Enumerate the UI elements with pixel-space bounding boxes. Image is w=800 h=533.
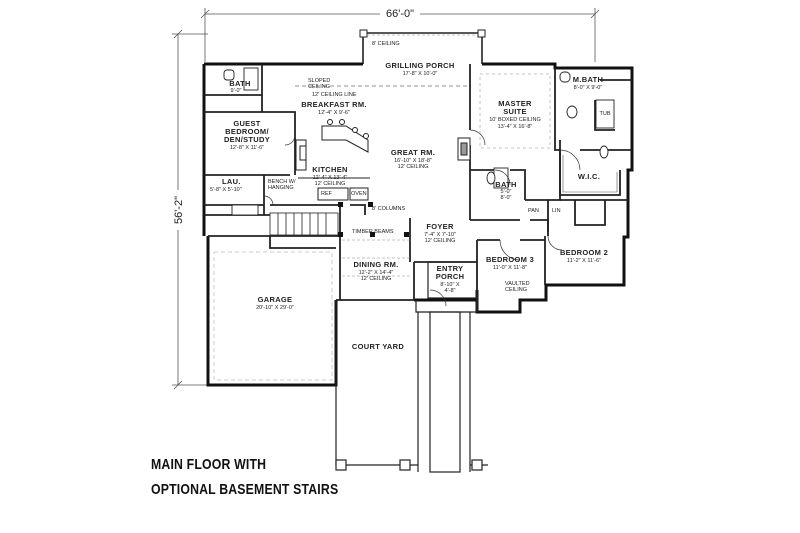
svg-text:BREAKFAST RM.: BREAKFAST RM.	[301, 100, 367, 109]
svg-text:CEILING: CEILING	[505, 287, 527, 293]
svg-text:GARAGE: GARAGE	[258, 295, 293, 304]
wic-shelves	[562, 155, 618, 193]
svg-text:5'-0": 5'-0"	[501, 189, 512, 195]
room-master-suite: MASTER SUITE 10' BOXED CEILING 13'-4" X …	[489, 99, 541, 130]
columns	[338, 202, 409, 237]
svg-text:10' BOXED CEILING: 10' BOXED CEILING	[489, 117, 541, 123]
svg-text:M.BATH: M.BATH	[573, 75, 603, 84]
room-breakfast: SLOPED CEILING 12' CEILING LINE BREAKFAS…	[301, 78, 367, 116]
grilling-porch: 8' CEILING GRILLING PORCH 17'-8" X 10'-0…	[359, 29, 486, 77]
room-kitchen: KITCHEN 12'-4" X 13'-4" 12' CEILING	[312, 165, 347, 187]
courtyard-wall	[335, 300, 488, 471]
lin-label: LIN	[552, 208, 561, 214]
svg-text:ENTRY: ENTRY	[437, 264, 464, 273]
svg-text:12' CEILING LINE: 12' CEILING LINE	[312, 92, 357, 98]
svg-text:TUB: TUB	[600, 111, 611, 117]
room-bath-2: BATH 5'-0" 8'-0"	[495, 180, 516, 201]
room-garage: GARAGE 20'-10" X 29'-0"	[256, 295, 294, 311]
svg-text:16'-10" X 18'-8": 16'-10" X 18'-8"	[394, 158, 432, 164]
svg-text:BEDROOM 3: BEDROOM 3	[486, 255, 534, 264]
ref-label: REF	[321, 191, 333, 197]
svg-text:VAULTED: VAULTED	[505, 281, 530, 287]
overall-depth-label: 56'-2"	[173, 196, 185, 224]
svg-text:12' CEILING: 12' CEILING	[361, 276, 392, 282]
svg-text:12' CEILING: 12' CEILING	[425, 238, 456, 244]
svg-text:SUITE: SUITE	[503, 107, 527, 116]
bath-fixtures	[223, 67, 615, 216]
entry-walkway	[415, 261, 478, 473]
room-bath-1: BATH 9'-0"	[229, 79, 250, 94]
svg-text:FOYER: FOYER	[426, 222, 454, 231]
svg-text:4'-8": 4'-8"	[445, 288, 456, 294]
svg-text:PORCH: PORCH	[436, 272, 465, 281]
grilling-porch-note: 8' CEILING	[372, 41, 400, 47]
room-dining: TIMBER BEAMS DINING RM. 12'-2" X 14'-4" …	[352, 229, 398, 282]
svg-text:HANGING: HANGING	[268, 185, 294, 191]
kitchen-island	[321, 119, 369, 153]
svg-text:CEILING: CEILING	[308, 84, 330, 90]
svg-text:DEN/STUDY: DEN/STUDY	[224, 135, 270, 144]
plan-caption-line-1: MAIN FLOOR WITH	[151, 456, 267, 473]
columns-label: 8' COLUMNS	[372, 206, 405, 212]
svg-text:BEDROOM/: BEDROOM/	[225, 127, 269, 136]
oven-label: OVEN	[351, 191, 367, 197]
grilling-porch-name: GRILLING PORCH	[385, 61, 454, 70]
svg-text:7'-4" X 7'-10": 7'-4" X 7'-10"	[424, 232, 456, 238]
svg-text:11'-0" X 11'-8": 11'-0" X 11'-8"	[493, 265, 527, 271]
svg-text:BEDROOM 2: BEDROOM 2	[560, 248, 608, 257]
interior-walls	[204, 64, 632, 312]
svg-text:12'-8" X 11'-6": 12'-8" X 11'-6"	[230, 145, 264, 151]
room-entry-porch: ENTRY PORCH 8'-10" X 4'-8"	[436, 264, 465, 294]
timber-beams	[342, 239, 410, 277]
svg-text:20'-10" X 29'-0": 20'-10" X 29'-0"	[256, 305, 294, 311]
room-guest-bedroom: GUEST BEDROOM/ DEN/STUDY 12'-8" X 11'-6"	[224, 119, 270, 151]
room-foyer: FOYER 7'-4" X 7'-10" 12' CEILING	[424, 222, 456, 244]
svg-text:8'-0" X 9'-0": 8'-0" X 9'-0"	[574, 85, 603, 91]
room-laundry: LAU. 5'-8" X 5'-10" BENCH W/ HANGING	[210, 177, 296, 193]
svg-text:GREAT RM.: GREAT RM.	[391, 148, 435, 157]
basement-stairs	[269, 212, 339, 236]
kitchen-counters	[295, 139, 370, 201]
svg-text:12'-2" X 14'-4": 12'-2" X 14'-4"	[359, 270, 394, 276]
svg-text:MASTER: MASTER	[498, 99, 532, 108]
svg-text:BATH: BATH	[495, 180, 516, 189]
grilling-porch-dims: 17'-8" X 10'-0"	[403, 71, 438, 77]
svg-text:8'-10" X: 8'-10" X	[440, 282, 460, 288]
svg-text:12' CEILING: 12' CEILING	[398, 164, 429, 170]
svg-text:12' CEILING: 12' CEILING	[315, 181, 346, 187]
fireplace	[457, 137, 471, 161]
svg-text:DINING RM.: DINING RM.	[353, 260, 398, 269]
svg-text:12'-4" X 9'-6": 12'-4" X 9'-6"	[318, 110, 350, 116]
room-great: GREAT RM. 16'-10" X 18'-8" 12' CEILING	[391, 148, 435, 170]
svg-text:GUEST: GUEST	[233, 119, 260, 128]
svg-text:KITCHEN: KITCHEN	[312, 165, 347, 174]
garage-interior-outline	[213, 251, 333, 381]
svg-text:12'-4" X 13'-4": 12'-4" X 13'-4"	[313, 175, 348, 181]
svg-text:SLOPED: SLOPED	[308, 78, 330, 84]
pan-label: PAN	[528, 208, 539, 214]
plan-caption-line-2: OPTIONAL BASEMENT STAIRS	[151, 481, 339, 498]
svg-text:BENCH W/: BENCH W/	[268, 179, 296, 185]
room-bedroom-3: BEDROOM 3 11'-0" X 11'-8" VAULTED CEILIN…	[486, 255, 534, 293]
svg-text:TIMBER BEAMS: TIMBER BEAMS	[352, 229, 394, 235]
overall-width-label: 66'-0"	[386, 8, 414, 20]
room-bedroom-2: BEDROOM 2 11'-2" X 11'-6"	[560, 248, 608, 264]
svg-text:LAU.: LAU.	[222, 177, 241, 186]
svg-text:9'-0": 9'-0"	[231, 88, 242, 94]
svg-text:13'-4" X 16'-8": 13'-4" X 16'-8"	[498, 124, 533, 130]
court-yard-label: COURT YARD	[352, 342, 404, 351]
svg-text:5'-8" X 5'-10": 5'-8" X 5'-10"	[210, 187, 242, 193]
svg-text:8'-0": 8'-0"	[501, 195, 512, 201]
door-swings	[263, 129, 581, 307]
room-master-bath: M.BATH 8'-0" X 9'-0" TUB	[573, 75, 611, 117]
svg-text:BATH: BATH	[229, 79, 250, 88]
svg-text:W.I.C.: W.I.C.	[578, 172, 600, 181]
svg-text:11'-2" X 11'-6": 11'-2" X 11'-6"	[567, 258, 601, 264]
room-wic: W.I.C.	[578, 172, 600, 181]
